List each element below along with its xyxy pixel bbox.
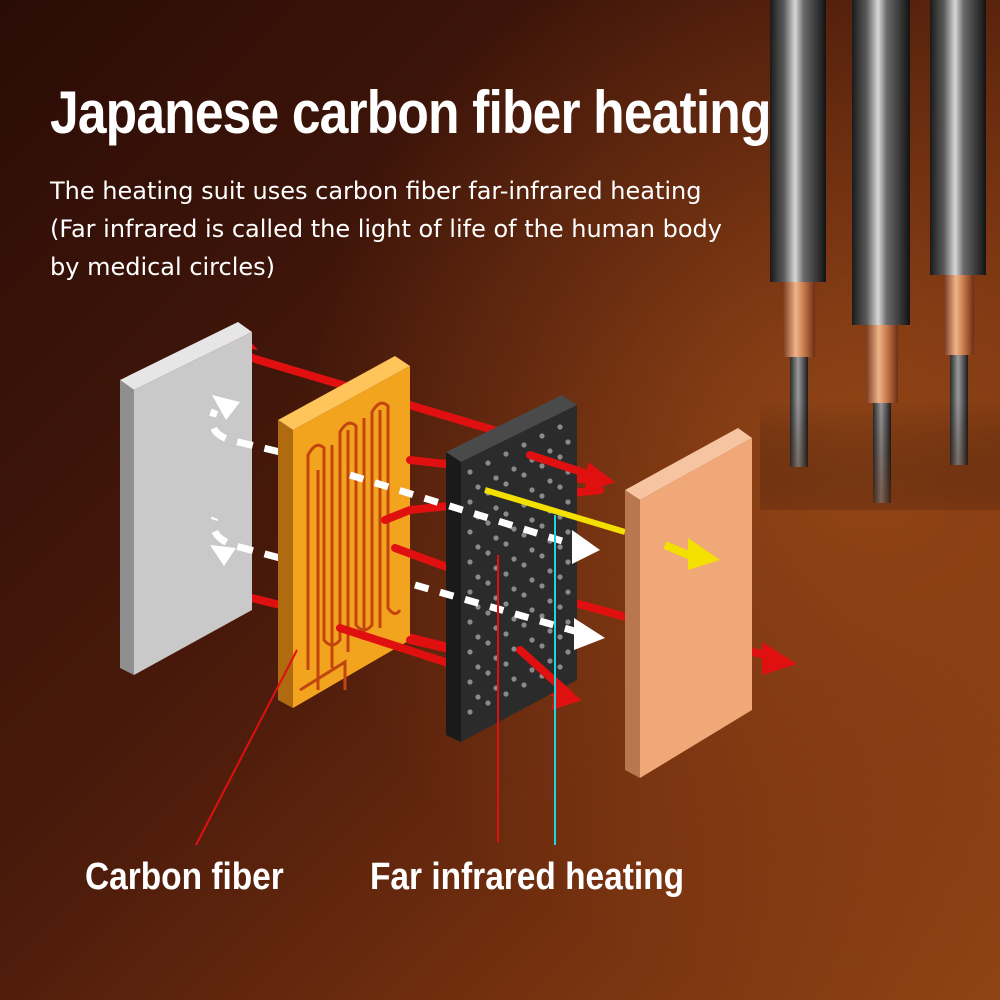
carbon-fiber-cables-icon	[760, 0, 1000, 510]
far-infrared-ray-icon	[208, 408, 281, 562]
far-infrared-ray-icon	[663, 538, 720, 570]
heat-arrow-icon	[552, 462, 797, 710]
far-infrared-ray-icon	[484, 487, 626, 535]
reflective-panel	[120, 322, 252, 675]
headline: Japanese carbon fiber heating	[50, 79, 771, 146]
far-infrared-ray-icon	[348, 471, 579, 636]
cable	[930, 0, 986, 465]
skin-panel	[625, 428, 752, 778]
description-line-2: (Far infrared is called the light of lif…	[50, 215, 722, 243]
label-pointer	[195, 515, 556, 846]
far-infrared-ray-icon	[210, 395, 240, 566]
far-infrared-ray-icon	[572, 530, 605, 650]
cable	[770, 0, 826, 467]
heating-wire-icon	[299, 401, 402, 692]
carbon-fiber-panel	[278, 356, 410, 708]
description-line-1: The heating suit uses carbon fiber far-i…	[50, 177, 702, 205]
carbon-fiber-label: Carbon fiber	[85, 856, 284, 898]
description-line-3: by medical circles)	[50, 253, 276, 281]
far-infrared-label: Far infrared heating	[370, 856, 685, 898]
description: The heating suit uses carbon fiber far-i…	[50, 172, 750, 286]
